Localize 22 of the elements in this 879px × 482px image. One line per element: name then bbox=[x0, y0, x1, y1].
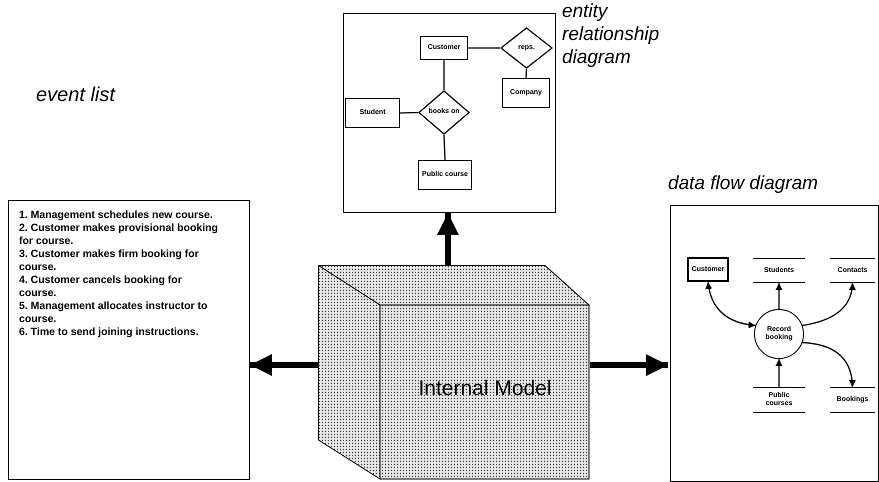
thick-arrow bbox=[436, 213, 459, 265]
flow-arrow bbox=[776, 359, 782, 387]
panel-heading: event list bbox=[36, 83, 115, 108]
connector-line bbox=[400, 112, 418, 114]
connector-line bbox=[468, 47, 500, 49]
event-item: 4. Customer cancels booking for course. bbox=[19, 274, 183, 300]
flow-arrow bbox=[776, 283, 782, 309]
panel-heading: data flow diagram bbox=[668, 172, 818, 196]
connector-line bbox=[443, 60, 445, 90]
flow-arrow bbox=[706, 282, 756, 328]
flow-arrow bbox=[802, 342, 856, 388]
event-item: 1. Management schedules new course. bbox=[19, 209, 214, 222]
event-item: 6. Time to send joining instructions. bbox=[19, 326, 200, 339]
event-item: 5. Management allocates instructor to course. bbox=[19, 300, 208, 326]
panel-heading: entity relationship diagram bbox=[562, 0, 660, 69]
flow-arrow bbox=[802, 282, 856, 326]
connector-line bbox=[443, 134, 446, 160]
event-item: 3. Customer makes firm booking for course. bbox=[19, 248, 200, 274]
connector-line bbox=[525, 68, 528, 78]
thick-arrow bbox=[590, 354, 668, 376]
thick-arrow bbox=[250, 354, 318, 376]
event-item: 2. Customer makes provisional booking for course. bbox=[19, 222, 219, 248]
